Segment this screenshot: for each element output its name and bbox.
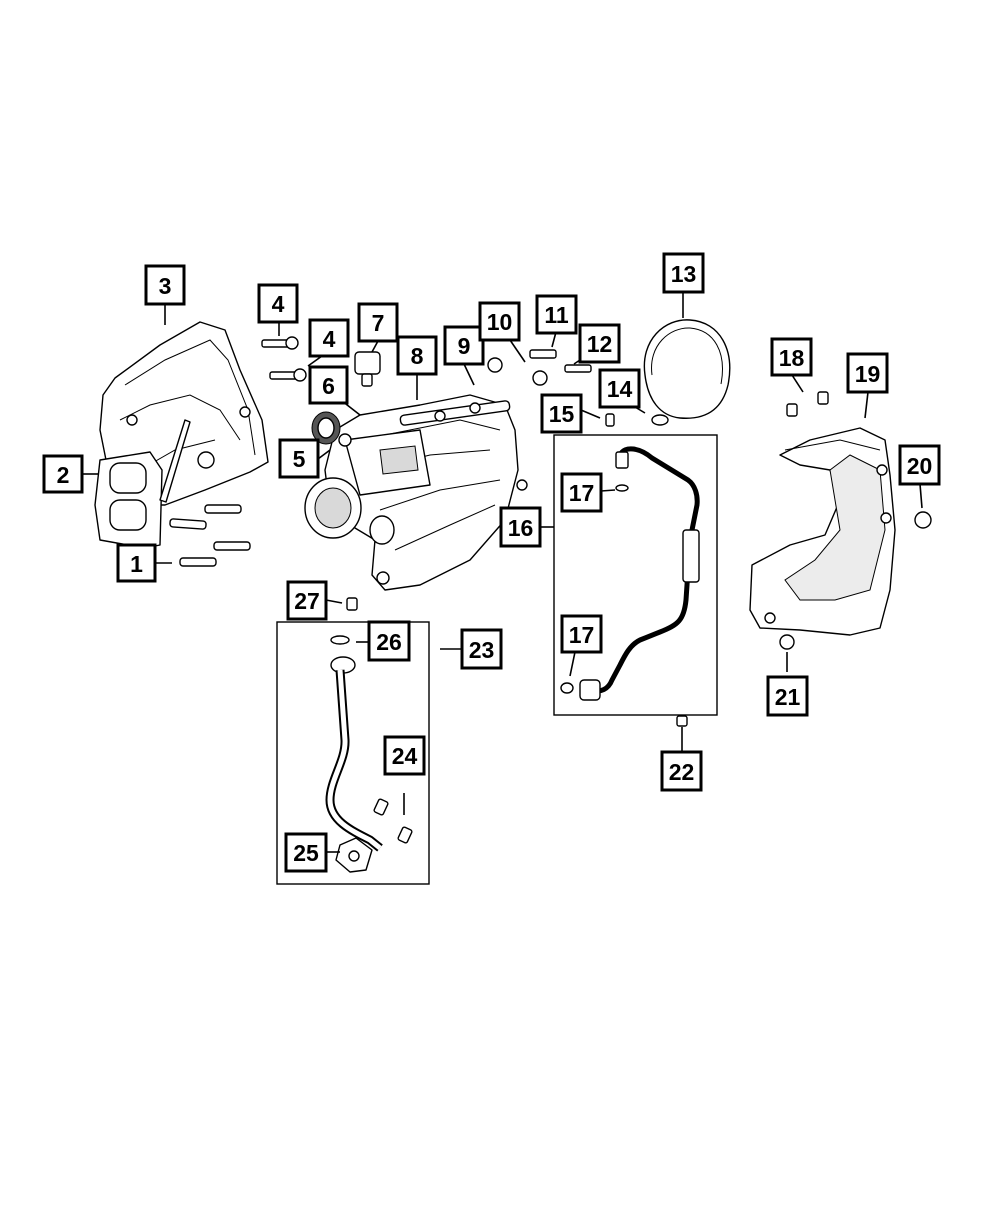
callout-9: 9 bbox=[443, 325, 485, 366]
svg-text:18: 18 bbox=[779, 345, 805, 371]
svg-text:9: 9 bbox=[458, 333, 471, 359]
turbocharger-assembly bbox=[304, 394, 528, 591]
callout-4a: 4 bbox=[257, 283, 299, 324]
callout-19: 19 bbox=[846, 352, 889, 394]
callout-17b: 17 bbox=[560, 614, 603, 654]
callout-8: 8 bbox=[396, 335, 438, 376]
svg-text:8: 8 bbox=[411, 343, 424, 369]
svg-text:6: 6 bbox=[322, 373, 335, 399]
svg-text:27: 27 bbox=[294, 588, 320, 614]
callout-10: 10 bbox=[478, 301, 521, 342]
callout-7: 7 bbox=[357, 302, 399, 343]
callout-12: 12 bbox=[578, 323, 621, 364]
callout-2: 2 bbox=[42, 454, 84, 494]
svg-text:17: 17 bbox=[569, 480, 595, 506]
svg-text:17: 17 bbox=[569, 622, 595, 648]
callout-16: 16 bbox=[499, 506, 542, 548]
svg-text:19: 19 bbox=[855, 361, 881, 387]
svg-text:16: 16 bbox=[508, 515, 534, 541]
clamp-ring bbox=[643, 319, 731, 419]
callout-4b: 4 bbox=[308, 318, 350, 358]
callout-18: 18 bbox=[770, 337, 813, 377]
oil-feed-line-group bbox=[553, 434, 718, 716]
svg-text:4: 4 bbox=[272, 291, 285, 317]
svg-text:11: 11 bbox=[544, 302, 569, 328]
oil-return-line bbox=[325, 635, 413, 873]
callout-15: 15 bbox=[540, 393, 583, 434]
callout-6: 6 bbox=[308, 365, 349, 405]
svg-text:3: 3 bbox=[159, 273, 172, 299]
manifold-gasket bbox=[94, 419, 191, 549]
heat-shield-right bbox=[749, 427, 896, 636]
sensor bbox=[354, 351, 381, 387]
svg-text:26: 26 bbox=[376, 629, 402, 655]
small-fasteners bbox=[487, 349, 592, 386]
callout-26: 26 bbox=[367, 620, 411, 662]
bolts bbox=[261, 336, 307, 382]
svg-text:21: 21 bbox=[775, 684, 801, 710]
svg-text:20: 20 bbox=[907, 453, 933, 479]
callout-24: 24 bbox=[383, 735, 426, 776]
svg-text:23: 23 bbox=[469, 637, 495, 663]
callout-1: 1 bbox=[116, 543, 157, 583]
svg-text:7: 7 bbox=[372, 310, 385, 336]
oil-return-line-group bbox=[276, 621, 430, 885]
svg-text:13: 13 bbox=[671, 261, 697, 287]
callout-14: 14 bbox=[598, 368, 641, 409]
callout-25: 25 bbox=[284, 832, 328, 873]
callout-21: 21 bbox=[766, 675, 809, 717]
svg-text:14: 14 bbox=[607, 376, 633, 402]
svg-text:22: 22 bbox=[669, 759, 695, 785]
callout-3: 3 bbox=[144, 264, 186, 306]
svg-text:4: 4 bbox=[323, 326, 336, 352]
callout-23: 23 bbox=[460, 628, 503, 670]
callout-20: 20 bbox=[898, 444, 941, 486]
callout-27: 27 bbox=[286, 580, 328, 621]
svg-text:1: 1 bbox=[130, 551, 143, 577]
studs bbox=[169, 504, 251, 567]
svg-text:2: 2 bbox=[57, 462, 70, 488]
fasteners-18-20-21 bbox=[779, 391, 932, 650]
bolt-22 bbox=[676, 715, 688, 727]
callout-11: 11 bbox=[535, 294, 578, 335]
callout-5: 5 bbox=[278, 438, 320, 479]
svg-text:25: 25 bbox=[293, 840, 319, 866]
callout-17a: 17 bbox=[560, 472, 603, 513]
callout-13: 13 bbox=[662, 252, 705, 294]
fasteners-14-15 bbox=[605, 413, 669, 427]
callout-22: 22 bbox=[660, 750, 703, 792]
oil-feed-line bbox=[560, 446, 700, 701]
svg-text:5: 5 bbox=[293, 446, 306, 472]
bolt-27 bbox=[346, 597, 358, 611]
svg-text:12: 12 bbox=[587, 331, 613, 357]
svg-text:24: 24 bbox=[392, 743, 418, 769]
svg-text:15: 15 bbox=[549, 401, 575, 427]
svg-text:10: 10 bbox=[487, 309, 513, 335]
